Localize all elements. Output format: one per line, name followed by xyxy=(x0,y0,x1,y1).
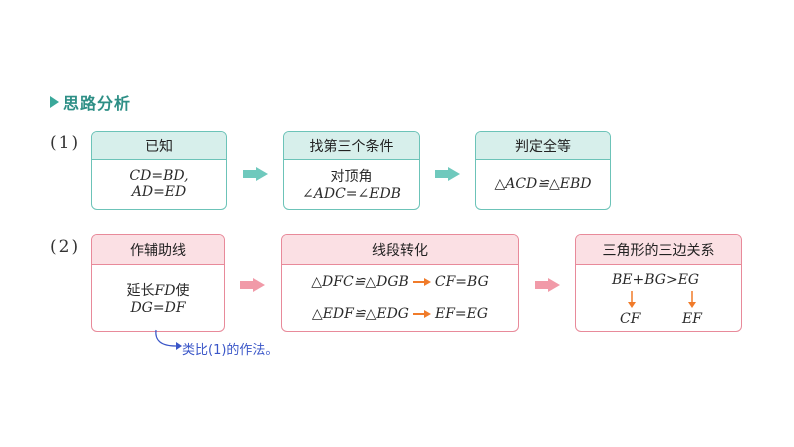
box-body: △DFC≌△DGB CF=BG △EDF≌△EDG EF=EG xyxy=(282,265,518,331)
box-header: 作辅助线 xyxy=(92,235,224,265)
congruence-dfc-dgb: △DFC≌△DGB xyxy=(311,274,409,290)
box-body: 对顶角 ∠ADC=∠EDB xyxy=(284,160,419,208)
section-title: 思路分析 xyxy=(63,94,132,113)
sub-cf: CF xyxy=(620,311,641,327)
extend-text: 延长 xyxy=(126,283,155,299)
box-header: 已知 xyxy=(92,132,226,160)
section-heading: 思路分析 xyxy=(50,90,131,114)
make-text: 使 xyxy=(175,283,190,299)
curved-pointer-icon xyxy=(155,329,182,350)
box-body: 延长FD使 DG=DF xyxy=(92,265,224,331)
part2-triangle-inequality-box: 三角形的三边关系 BE+BG>EG CF EF xyxy=(575,234,742,332)
flow-arrow-icon xyxy=(435,167,461,181)
analogy-note: 类比(1)的作法。 xyxy=(182,343,279,358)
box-body: △ACD≌△EBD xyxy=(476,160,610,208)
extend-line: 延长FD使 xyxy=(127,280,190,300)
box-body: CD=BD, AD=ED xyxy=(92,160,226,208)
ef-equals-eg: EF=EG xyxy=(434,306,489,322)
box-body: BE+BG>EG CF EF xyxy=(576,265,741,331)
part1-known-box: 已知 CD=BD, AD=ED xyxy=(91,131,227,210)
cf-equals-bg: CF=BG xyxy=(434,274,489,290)
box-header: 线段转化 xyxy=(282,235,518,265)
congruence-statement: △ACD≌△EBD xyxy=(494,176,592,192)
part2-auxiliary-box: 作辅助线 延长FD使 DG=DF xyxy=(91,234,225,332)
flow-arrow-icon xyxy=(240,278,266,292)
play-triangle-icon xyxy=(50,96,59,108)
known-line-2: AD=ED xyxy=(131,184,187,200)
flow-arrow-icon xyxy=(243,167,269,181)
part1-number: (1) xyxy=(50,133,81,153)
box-header: 三角形的三边关系 xyxy=(576,235,741,265)
dg-equals-df: DG=DF xyxy=(130,300,186,316)
triangle-inequality: BE+BG>EG xyxy=(612,272,700,288)
part2-number: (2) xyxy=(50,237,81,257)
transform-row-1: △DFC≌△DGB CF=BG xyxy=(311,274,489,290)
down-arrow-icon xyxy=(688,291,696,308)
vertical-angle-label: 对顶角 xyxy=(330,169,373,185)
segment-fd: FD xyxy=(154,283,176,299)
flow-arrow-icon xyxy=(535,278,561,292)
implies-arrow-icon xyxy=(412,278,431,286)
box-header: 判定全等 xyxy=(476,132,610,160)
congruence-edf-edg: △EDF≌△EDG xyxy=(311,306,409,322)
transform-row-2: △EDF≌△EDG EF=EG xyxy=(312,306,488,322)
implies-arrow-icon xyxy=(412,310,431,318)
angle-equality: ∠ADC=∠EDB xyxy=(302,186,401,202)
known-line-1: CD=BD, xyxy=(129,168,189,184)
sub-ef: EF xyxy=(682,311,702,327)
box-header: 找第三个条件 xyxy=(284,132,419,160)
part1-third-condition-box: 找第三个条件 对顶角 ∠ADC=∠EDB xyxy=(283,131,420,210)
down-arrow-icon xyxy=(628,291,636,308)
part2-segment-transform-box: 线段转化 △DFC≌△DGB CF=BG △EDF≌△EDG EF=EG xyxy=(281,234,519,332)
part1-congruence-box: 判定全等 △ACD≌△EBD xyxy=(475,131,611,210)
